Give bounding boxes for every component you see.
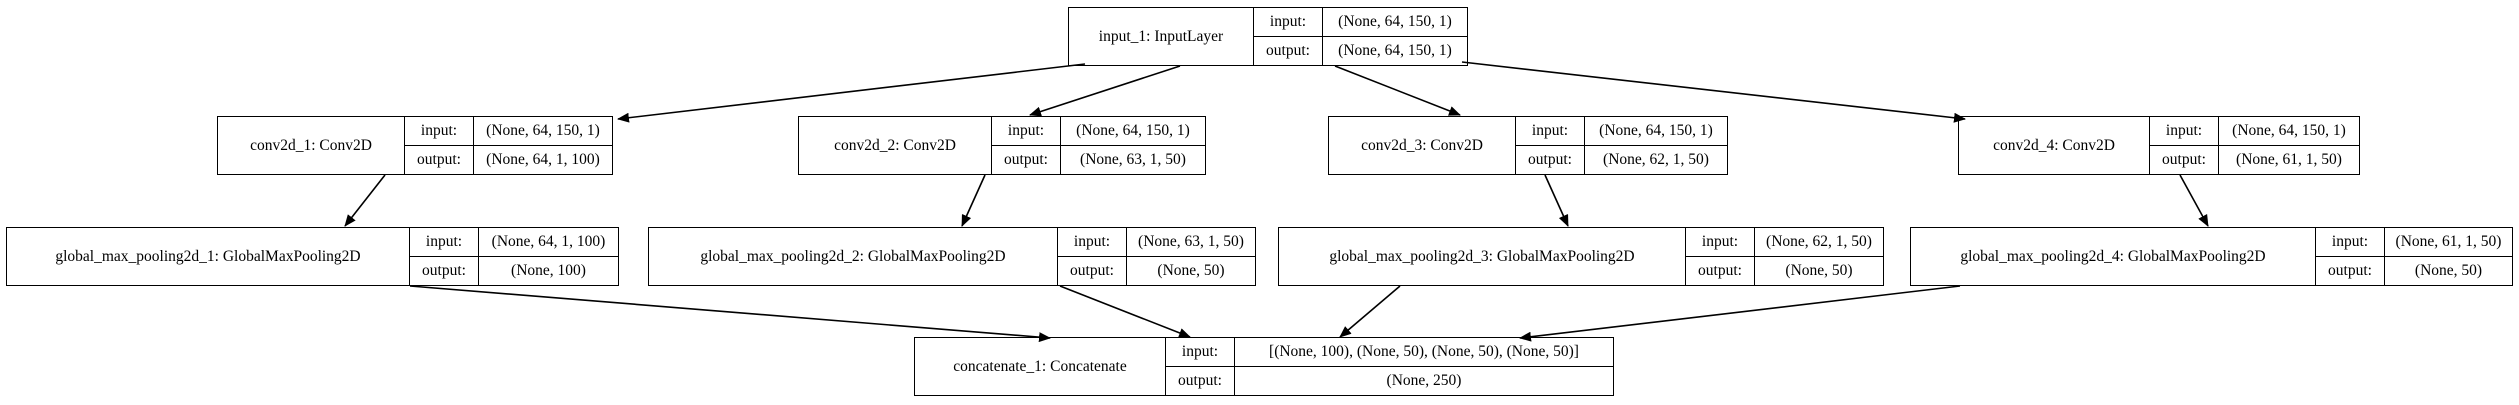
node-gmp-3: global_max_pooling2d_3: GlobalMaxPooling…	[1278, 227, 1884, 286]
node-gmp-3-output-label: output:	[1698, 262, 1742, 280]
edge-input1-to-conv2d4	[1461, 61, 1966, 123]
node-concatenate-1-input-shape: [(None, 100), (None, 50), (None, 50), (N…	[1235, 338, 1613, 367]
edge-gmp2-to-concat1	[1059, 285, 1191, 338]
node-conv2d-3-name: conv2d_3: Conv2D	[1329, 117, 1516, 174]
node-gmp-4-input-shape: (None, 61, 1, 50)	[2385, 228, 2512, 257]
edge-input1-to-conv2d3	[1334, 65, 1461, 116]
node-conv2d-2-input-label: input:	[992, 117, 1060, 146]
node-conv2d-2-name: conv2d_2: Conv2D	[799, 117, 992, 174]
node-input-1-output-label: output:	[1266, 42, 1310, 60]
node-concatenate-1-input-label: input:	[1166, 338, 1234, 367]
node-conv2d-3-input-shape: (None, 64, 150, 1)	[1585, 117, 1727, 146]
edge-gmp3-to-concat1	[1339, 285, 1401, 338]
node-conv2d-4: conv2d_4: Conv2D input: output: (None, 64…	[1958, 116, 2360, 175]
node-concatenate-1-name: concatenate_1: Concatenate	[915, 338, 1166, 395]
node-gmp-1-output-label: output:	[422, 262, 466, 280]
node-concatenate-1-output-label: output:	[1178, 372, 1222, 390]
node-conv2d-3: conv2d_3: Conv2D input: output: (None, 64…	[1328, 116, 1728, 175]
node-gmp-2-input-shape: (None, 63, 1, 50)	[1127, 228, 1255, 257]
node-gmp-1-output-shape: (None, 100)	[511, 262, 586, 280]
edge-conv2d1-to-gmp1	[344, 174, 386, 227]
node-gmp-2-output-shape: (None, 50)	[1157, 262, 1225, 280]
node-conv2d-4-input-shape: (None, 64, 150, 1)	[2219, 117, 2359, 146]
edge-input1-to-conv2d2	[1029, 65, 1181, 117]
node-gmp-4-output-label: output:	[2328, 262, 2372, 280]
node-conv2d-3-input-label: input:	[1516, 117, 1584, 146]
node-conv2d-2-input-shape: (None, 64, 150, 1)	[1061, 117, 1205, 146]
node-input-1-name: input_1: InputLayer	[1069, 8, 1254, 65]
node-conv2d-4-output-label: output:	[2162, 151, 2206, 169]
edge-conv2d2-to-gmp2	[961, 174, 986, 227]
node-conv2d-1-input-label: input:	[405, 117, 473, 146]
edge-conv2d4-to-gmp4	[2179, 174, 2209, 227]
edge-conv2d3-to-gmp3	[1544, 174, 1569, 227]
node-conv2d-4-name: conv2d_4: Conv2D	[1959, 117, 2150, 174]
node-concatenate-1-output-shape: (None, 250)	[1386, 372, 1462, 390]
node-conv2d-1-output-shape: (None, 64, 1, 100)	[486, 151, 600, 169]
node-gmp-3-output-shape: (None, 50)	[1785, 262, 1853, 280]
node-gmp-2-name: global_max_pooling2d_2: GlobalMaxPooling…	[649, 228, 1058, 285]
node-gmp-4-output-shape: (None, 50)	[2414, 262, 2483, 280]
node-conv2d-4-output-shape: (None, 61, 1, 50)	[2236, 151, 2342, 169]
node-input-1: input_1: InputLayer input: output: (None,…	[1068, 7, 1468, 66]
node-input-1-input-label: input:	[1254, 8, 1322, 37]
node-conv2d-1-input-shape: (None, 64, 150, 1)	[474, 117, 612, 146]
node-gmp-4-input-label: input:	[2316, 228, 2384, 257]
node-input-1-output-shape: (None, 64, 150, 1)	[1338, 42, 1452, 60]
node-conv2d-1-name: conv2d_1: Conv2D	[218, 117, 405, 174]
node-gmp-4-name: global_max_pooling2d_4: GlobalMaxPooling…	[1911, 228, 2316, 285]
node-input-1-input-shape: (None, 64, 150, 1)	[1323, 8, 1467, 37]
node-gmp-4: global_max_pooling2d_4: GlobalMaxPooling…	[1910, 227, 2513, 286]
node-conv2d-2: conv2d_2: Conv2D input: output: (None, 64…	[798, 116, 1206, 175]
node-concatenate-1: concatenate_1: Concatenate input: output:…	[914, 337, 1614, 396]
node-gmp-2: global_max_pooling2d_2: GlobalMaxPooling…	[648, 227, 1256, 286]
node-gmp-3-input-label: input:	[1686, 228, 1754, 257]
node-conv2d-3-output-shape: (None, 62, 1, 50)	[1603, 151, 1709, 169]
node-gmp-1-name: global_max_pooling2d_1: GlobalMaxPooling…	[7, 228, 410, 285]
node-gmp-2-output-label: output:	[1070, 262, 1114, 280]
node-conv2d-2-output-label: output:	[1004, 151, 1048, 169]
node-conv2d-1: conv2d_1: Conv2D input: output: (None, 64…	[217, 116, 613, 175]
node-gmp-1: global_max_pooling2d_1: GlobalMaxPooling…	[6, 227, 619, 286]
node-conv2d-2-output-shape: (None, 63, 1, 50)	[1080, 151, 1186, 169]
node-gmp-1-input-label: input:	[410, 228, 478, 257]
node-gmp-1-input-shape: (None, 64, 1, 100)	[479, 228, 618, 257]
edge-gmp4-to-concat1	[1519, 285, 1961, 342]
node-conv2d-3-output-label: output:	[1528, 151, 1572, 169]
edge-input1-to-conv2d1	[617, 63, 1086, 123]
edge-gmp1-to-concat1	[409, 285, 1051, 343]
node-gmp-2-input-label: input:	[1058, 228, 1126, 257]
node-gmp-3-input-shape: (None, 62, 1, 50)	[1755, 228, 1883, 257]
node-conv2d-4-input-label: input:	[2150, 117, 2218, 146]
node-gmp-3-name: global_max_pooling2d_3: GlobalMaxPooling…	[1279, 228, 1686, 285]
node-conv2d-1-output-label: output:	[417, 151, 461, 169]
